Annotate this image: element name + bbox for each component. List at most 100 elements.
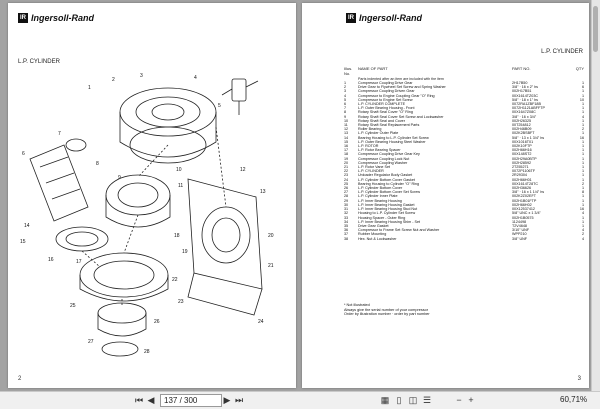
callout-label: 3 (140, 73, 143, 79)
prev-page-button[interactable]: ◀ (147, 394, 155, 405)
callout-label: 24 (258, 319, 264, 325)
row-quantity: 4 (581, 236, 584, 241)
row-item-number: 38 (344, 236, 349, 241)
row-part-number: 002H46B09 (512, 127, 532, 132)
callout-label: 26 (154, 319, 160, 325)
zoom-in-icon[interactable]: + (468, 395, 474, 405)
row-part-number: 3/8" · 16 x 3/4" (512, 114, 537, 119)
row-quantity: 1 (581, 102, 584, 107)
section-title: L.P. CYLINDER (18, 59, 60, 65)
grid-view-icon[interactable]: ▦ (380, 394, 390, 405)
row-part-name: L.P. Cylinder Bottom Cover Set Screw (358, 190, 421, 195)
row-item-number: 8 (344, 110, 347, 115)
row-item-number: 12 (344, 127, 349, 132)
brand-name: Ingersoll-Rand (359, 13, 423, 23)
callout-label: 18 (174, 233, 180, 239)
zoom-level[interactable]: 60,71% (560, 395, 588, 404)
viewer-toolbar: ⏮ ◀ 137 / 300 ▶ ⏭ ▦ ▯ ◫ ☰ − + 60,71% (0, 391, 600, 409)
callout-label: 10 (176, 167, 182, 173)
row-quantity: 1 (581, 106, 584, 111)
row-part-number: 2R29304 (512, 173, 527, 178)
col-header-part-no: PART NO. (512, 66, 531, 71)
row-item-number: 29 (344, 198, 349, 203)
row-part-name: Compressor to Engine Coupling Gear "O" R… (358, 93, 435, 98)
callout-label: 28 (144, 349, 150, 355)
row-item-number: 14 (344, 135, 349, 140)
row-part-name: Compressor to Engine Set Screw (358, 97, 413, 102)
callout-label: 12 (240, 167, 246, 173)
callout-label: 1 (88, 85, 91, 91)
first-page-button[interactable]: ⏮ (134, 394, 144, 405)
row-part-number: 00X1614T28TC (512, 181, 539, 186)
zoom-out-icon[interactable]: − (456, 395, 462, 405)
last-page-button[interactable]: ⏭ (234, 394, 244, 405)
brand-name: Ingersoll-Rand (31, 13, 95, 23)
page-number: 3 (577, 376, 581, 382)
row-part-name: L.P. Rotor Vane Set (358, 165, 391, 170)
page-number-input[interactable]: 137 / 300 (160, 394, 222, 407)
row-item-number: 1 (344, 81, 347, 85)
row-part-number: 002K10FTP (512, 144, 532, 149)
row-part-number: 5/8" UNC x 1 3/4" (512, 211, 541, 216)
callout-label: 27 (88, 339, 94, 345)
row-quantity: 2 (581, 181, 584, 186)
callout-label: 17 (76, 259, 82, 265)
row-part-number: 002H1B01FTP (512, 198, 537, 203)
row-quantity: 1 (581, 186, 584, 191)
row-item-number: 22 (344, 169, 349, 174)
continuous-view-icon[interactable]: ☰ (422, 394, 432, 405)
row-quantity: 1 (581, 160, 584, 165)
row-item-number: 26 (344, 186, 349, 191)
row-quantity: 1 (581, 198, 584, 203)
row-part-name: L.P. ROTOR (358, 144, 379, 149)
vertical-scrollbar[interactable] (591, 0, 600, 391)
callout-label: 7 (58, 131, 61, 137)
row-part-name: L.P. Outer Bearing Housing Steel Washer (358, 139, 426, 144)
row-item-number: 24 (344, 177, 349, 182)
row-part-number: 3/8" · 16 x 1 1/4" hs (512, 190, 545, 195)
row-quantity: 1 (581, 156, 584, 161)
row-quantity: 1 (581, 123, 584, 128)
row-part-name: L.P. Inner Bearing Housing Stud Nut (358, 207, 418, 212)
note-line: Always give the serial number of your co… (344, 307, 428, 312)
scrollbar-thumb[interactable] (593, 6, 598, 52)
callout-label: 16 (48, 257, 54, 263)
row-part-name: Housing to L.P. Cylinder Set Screw (358, 211, 416, 216)
row-quantity: 1 (581, 223, 584, 228)
row-item-number: 16 (344, 144, 349, 149)
row-item-number: 33 (344, 215, 349, 220)
row-item-number: 35 (344, 223, 349, 228)
single-page-icon[interactable]: ▯ (396, 394, 402, 405)
brand-logo: IR Ingersoll-Rand (346, 13, 422, 23)
row-part-name: L.P. Inner Bearing Housing Shim - Set (358, 219, 421, 224)
row-quantity: 1 (581, 93, 584, 98)
row-item-number: 9 (344, 114, 347, 119)
row-part-name: Rotary Shaft Seal and Cover (358, 118, 405, 123)
callout-label: 8 (96, 161, 99, 167)
row-part-name: Bearing Housing to L.P. Cylinder Set Scr… (358, 135, 429, 140)
two-page-icon[interactable]: ◫ (408, 394, 418, 405)
table-subheader: Parts indented after an item are include… (358, 77, 444, 81)
row-quantity: 4 (581, 114, 584, 119)
row-part-name: Compressor to Frame Set Screw Nut and Wa… (358, 228, 440, 233)
row-part-number: WPP210 (512, 232, 527, 237)
row-part-name: Compressor Coupling Driven Gear (358, 89, 415, 94)
row-part-number: 0072H1121ABFFTP (512, 106, 545, 111)
row-item-number: 37 (344, 232, 349, 237)
row-item-number: 34 (344, 219, 349, 224)
row-part-number: 002H66H02 (512, 202, 532, 207)
row-quantity: 1 (581, 215, 584, 220)
row-part-number: 002H28592 (512, 160, 532, 165)
row-part-name: Bearing Housing to Cylinder "O" Ring (358, 181, 420, 186)
next-page-button[interactable]: ▶ (223, 394, 231, 405)
